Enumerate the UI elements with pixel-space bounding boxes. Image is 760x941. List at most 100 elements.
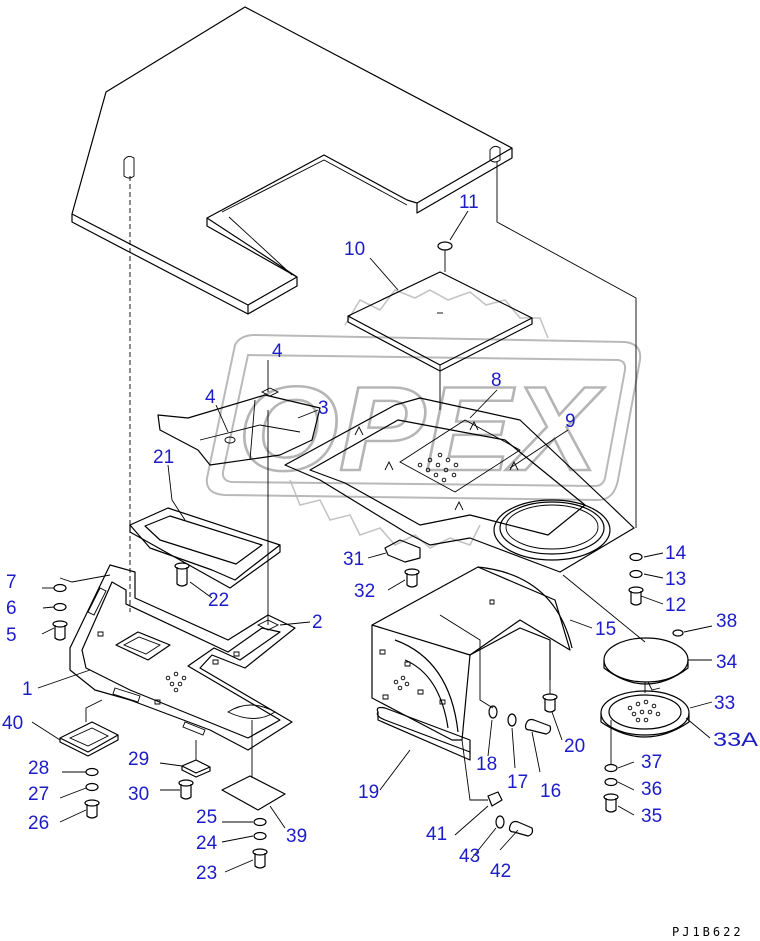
washer-14 [629, 552, 643, 562]
callout-4-lower: 4 [205, 387, 216, 408]
washer-7 [53, 583, 67, 593]
clip-4-top [260, 387, 280, 397]
callout-40: 40 [2, 713, 23, 734]
bolt-42 [508, 820, 534, 837]
clip-29-edge [181, 766, 211, 778]
callout-20: 20 [564, 736, 585, 757]
washer-43 [495, 815, 505, 829]
hardware-right-upper [628, 552, 644, 606]
plate-40 [59, 721, 119, 757]
cover-34-disk [603, 637, 689, 683]
grommet-11 [437, 241, 453, 251]
floor-frame-1-slot-b [112, 687, 141, 703]
callout-21: 21 [153, 447, 174, 468]
callout-36: 36 [641, 779, 662, 800]
plate-40-inner [68, 727, 110, 747]
hardware-duct [439, 614, 558, 735]
cover-34-edge [603, 660, 689, 685]
callout-leaders [31, 210, 713, 873]
pad-3-outline [157, 394, 321, 466]
washer-27 [85, 782, 99, 792]
callout-42: 42 [490, 861, 511, 882]
floor-frame-1-opening [115, 631, 171, 661]
callout-31: 31 [343, 549, 364, 570]
plate-39 [221, 775, 286, 811]
panel-10-plate [347, 271, 533, 366]
drawing-code: PJ1B622 [672, 925, 744, 939]
guide-line-cover [562, 574, 646, 765]
seal-19 [376, 706, 471, 761]
hardware-left-upper [52, 574, 111, 641]
watermark-gear-bottom [289, 479, 481, 549]
floor-frame-1-outline [69, 564, 296, 751]
bolt-35-head [603, 793, 619, 801]
frame-21-edge [129, 525, 281, 589]
frame-21-inner [144, 515, 263, 565]
floor-mat-thickness [71, 148, 513, 315]
floor-plate-8-inner [309, 419, 586, 536]
plate-40-outline [59, 721, 119, 753]
cover-34-notch [647, 681, 661, 691]
callout-43: 43 [459, 846, 480, 867]
callout-15: 15 [595, 619, 616, 640]
clip-41-guide [461, 739, 488, 801]
clip-29 [181, 759, 211, 778]
hardware-center-lower [252, 817, 268, 869]
grommet-38 [672, 629, 684, 637]
floor-frame-1 [69, 564, 296, 751]
floor-plate-8-clips [354, 420, 519, 511]
bolt-35-shank [605, 798, 617, 813]
callout-4-upper: 4 [272, 341, 283, 362]
washer-36 [604, 777, 618, 787]
floor-mat-grommet-right [489, 145, 501, 163]
callout-34: 34 [716, 652, 738, 673]
floor-mat-cutout-edge [221, 159, 408, 276]
callout-37: 37 [641, 752, 662, 773]
callout-27: 27 [28, 784, 49, 805]
cover-33-inner [608, 694, 682, 730]
cover-33-edge [600, 713, 690, 738]
floor-frame-1-inner [81, 581, 281, 739]
bolt-16 [524, 718, 552, 735]
callout-2: 2 [312, 612, 323, 633]
callout-33: 33 [714, 693, 735, 714]
duct-cover-15-holes [379, 599, 495, 705]
floor-plate-8-outline [284, 397, 635, 573]
hardware-bottom [461, 739, 534, 837]
hardware-left-lower [84, 767, 100, 819]
floor-frame-1-holes [165, 671, 187, 693]
floor-mat-top-surface [71, 6, 513, 306]
clip-29-outline [181, 759, 211, 774]
frame-21 [129, 507, 281, 589]
seal-ring-outer [493, 499, 611, 561]
bolt-30 [178, 779, 194, 800]
guide-line-mat-right [496, 162, 637, 528]
watermark-gear-top [344, 289, 549, 339]
plate-39-outline [221, 775, 286, 811]
floor-frame-1-slot-a [87, 587, 107, 616]
washer-17 [507, 713, 517, 727]
callout-26: 26 [28, 813, 49, 834]
callout-23: 23 [196, 863, 217, 884]
pad-3 [157, 387, 321, 466]
washer-28 [85, 767, 99, 777]
washer-13 [629, 569, 643, 579]
pad-3-hole [224, 436, 236, 444]
floor-frame-1-opening-inner [122, 636, 161, 655]
watermark-frame-outer [205, 333, 642, 502]
duct-cover-15-top [371, 566, 571, 656]
floor-mat-grommet-left [123, 155, 135, 179]
seal-ring-inner [499, 501, 605, 555]
washer-18 [488, 705, 498, 719]
callout-25: 25 [196, 807, 217, 828]
floor-frame-1-slot-c [182, 721, 206, 736]
callout-1: 1 [22, 679, 33, 700]
bolt-26-shank [86, 804, 98, 819]
bolt-12-shank [630, 591, 642, 606]
left-upper-guide [59, 574, 111, 583]
callout-9: 9 [565, 411, 576, 432]
bracket-31 [384, 539, 421, 563]
callout-19: 19 [358, 782, 379, 803]
bolt-5-shank [54, 625, 66, 641]
clip-41 [487, 791, 503, 807]
